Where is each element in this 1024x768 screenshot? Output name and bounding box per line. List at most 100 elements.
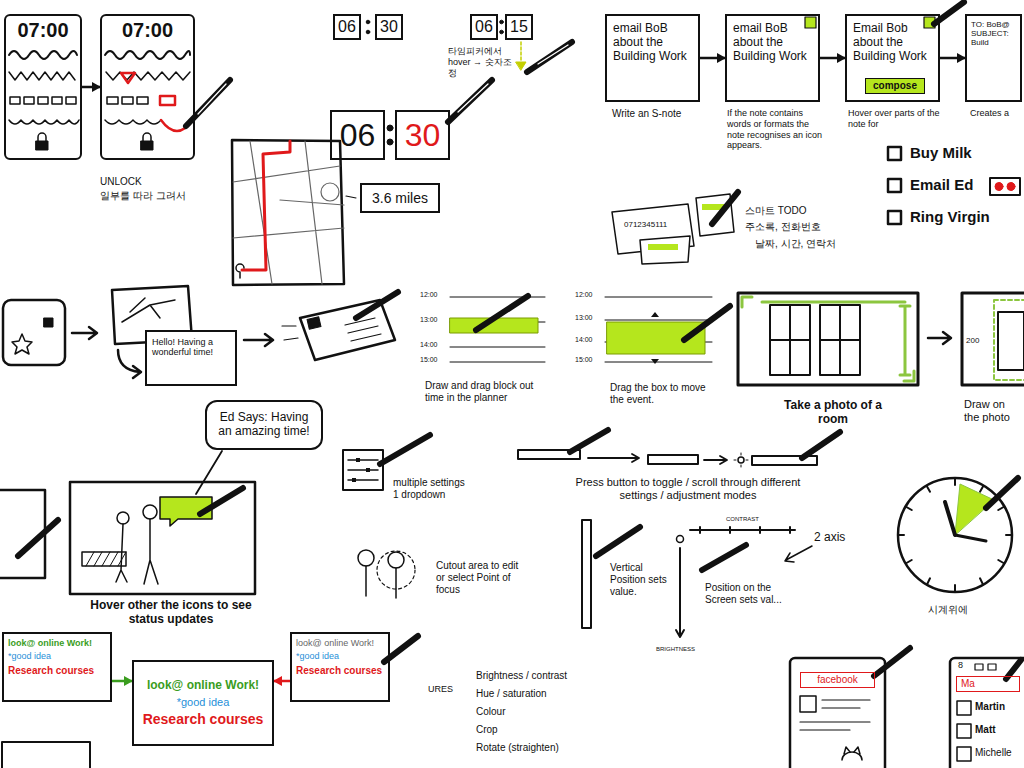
node-text: 06	[333, 117, 382, 154]
list-item: Hue / saturation	[476, 688, 606, 700]
toggle-bar	[648, 455, 698, 464]
brightness-axis	[676, 548, 684, 637]
map-pin	[236, 264, 244, 278]
route-line	[242, 141, 290, 270]
node-text: Ma	[961, 678, 1019, 690]
digit-box: 30	[375, 14, 403, 40]
contact-name: Michelle	[975, 747, 1022, 759]
person-body	[144, 519, 158, 584]
note-screen: look@ online Work!*good ideaResearch cou…	[2, 632, 112, 702]
postcard: Hello! Having a wonderful time!	[145, 330, 237, 386]
scallop-line	[9, 120, 79, 124]
stylus-highlight	[198, 84, 226, 114]
flow-arrow	[928, 332, 951, 344]
traced-tile	[160, 96, 175, 105]
status-bar: 8	[958, 660, 970, 671]
axis-label: CONTRAST	[726, 516, 786, 523]
flow-arrow	[118, 350, 141, 378]
node-text: look@ online Work!	[140, 679, 266, 693]
list-item: Colour	[476, 706, 606, 718]
search-bar: Ma	[956, 676, 1020, 692]
node-text: compose	[866, 80, 924, 92]
node-text: Email Bob about the Building Work	[853, 22, 932, 63]
time-label: 14:00	[420, 341, 448, 349]
app-icon	[44, 318, 53, 327]
note-card: email BoB about the Building Work	[725, 14, 820, 102]
measure-line	[742, 297, 914, 381]
hand-sketch	[122, 298, 175, 322]
stylus-pen	[802, 432, 840, 458]
tile	[10, 97, 20, 104]
rating-box	[990, 178, 1020, 195]
time-label: 15:00	[575, 356, 603, 364]
caption: Drag the box to move the event.	[610, 382, 710, 406]
wave-line	[105, 51, 190, 59]
digit-box: 06	[333, 14, 361, 40]
annotation: 2 axis	[814, 530, 864, 544]
node-text: Research courses	[140, 711, 266, 727]
flying-postcard	[300, 300, 395, 360]
arrow-connector	[820, 57, 845, 60]
stamp	[307, 317, 321, 329]
time-label: 15:00	[420, 356, 448, 364]
colon-dot	[387, 125, 393, 131]
colon-dot	[366, 30, 370, 34]
node-text: SUBJECT: Build	[971, 29, 1016, 47]
rating-star	[995, 183, 1003, 191]
profile-box	[800, 696, 816, 712]
phone-screen: 07:00	[4, 14, 82, 160]
caption: 일부를 따라 그려서	[100, 190, 200, 202]
stylus-pen	[702, 545, 746, 570]
lock-body	[141, 141, 153, 150]
hover-marker	[516, 62, 526, 70]
lock-body	[36, 141, 48, 150]
caption: Take a photo of a room	[768, 398, 898, 427]
tile	[38, 97, 48, 104]
list-heading: URES	[428, 684, 468, 695]
contact-icon	[957, 747, 971, 761]
pointer-arrow	[785, 546, 812, 562]
tile	[137, 97, 148, 104]
room-photo	[738, 293, 918, 385]
caption: Vertical Position sets value.	[610, 562, 674, 598]
node-text: 06	[336, 18, 358, 36]
time-label: 13:00	[575, 314, 603, 322]
node-text: 06	[473, 18, 495, 36]
zigzag-line	[9, 72, 75, 80]
note-screen: look@ online Work!*good ideaResearch cou…	[290, 632, 390, 702]
annotation: 시계위에	[928, 604, 998, 616]
node-text: email BoB about the Building Work	[613, 22, 692, 63]
caption: If the note contains words or formats th…	[727, 108, 829, 151]
stylus-pen	[986, 478, 1018, 508]
checklist-item: Email Ed	[910, 176, 988, 194]
checkbox	[888, 211, 901, 224]
person-head	[117, 512, 129, 524]
minute-hand	[955, 535, 986, 541]
caption: Press button to toggle / scroll through …	[568, 476, 808, 502]
stylus-pen	[356, 292, 398, 318]
node-text: TO: BoB@	[971, 20, 1016, 29]
bubble-tail	[196, 451, 222, 494]
phone-frame	[3, 300, 65, 365]
flow-arrow	[244, 334, 273, 346]
person-head	[143, 505, 157, 519]
roundabout	[321, 183, 339, 201]
stylus-pen	[380, 435, 430, 464]
note-icon	[805, 17, 816, 28]
zigzag-line	[106, 72, 190, 80]
stylus-pen	[874, 648, 910, 676]
caption: Hover other the icons to see status upda…	[78, 598, 264, 627]
stylus-pen	[570, 430, 608, 452]
hover-guide	[520, 42, 522, 62]
stylus-pen	[684, 306, 730, 340]
node-text: *good idea	[140, 696, 266, 709]
wave-line	[9, 51, 77, 59]
note-screen: look@ online Work! *good ideaResearch cou…	[132, 660, 274, 746]
address-lines	[282, 318, 381, 341]
caption: Creates a	[970, 108, 1022, 119]
distance-box: 3.6 miles	[360, 183, 440, 213]
stylus-pen	[712, 192, 738, 224]
stylus-pen	[18, 520, 58, 556]
node-text: facebook	[801, 674, 874, 686]
